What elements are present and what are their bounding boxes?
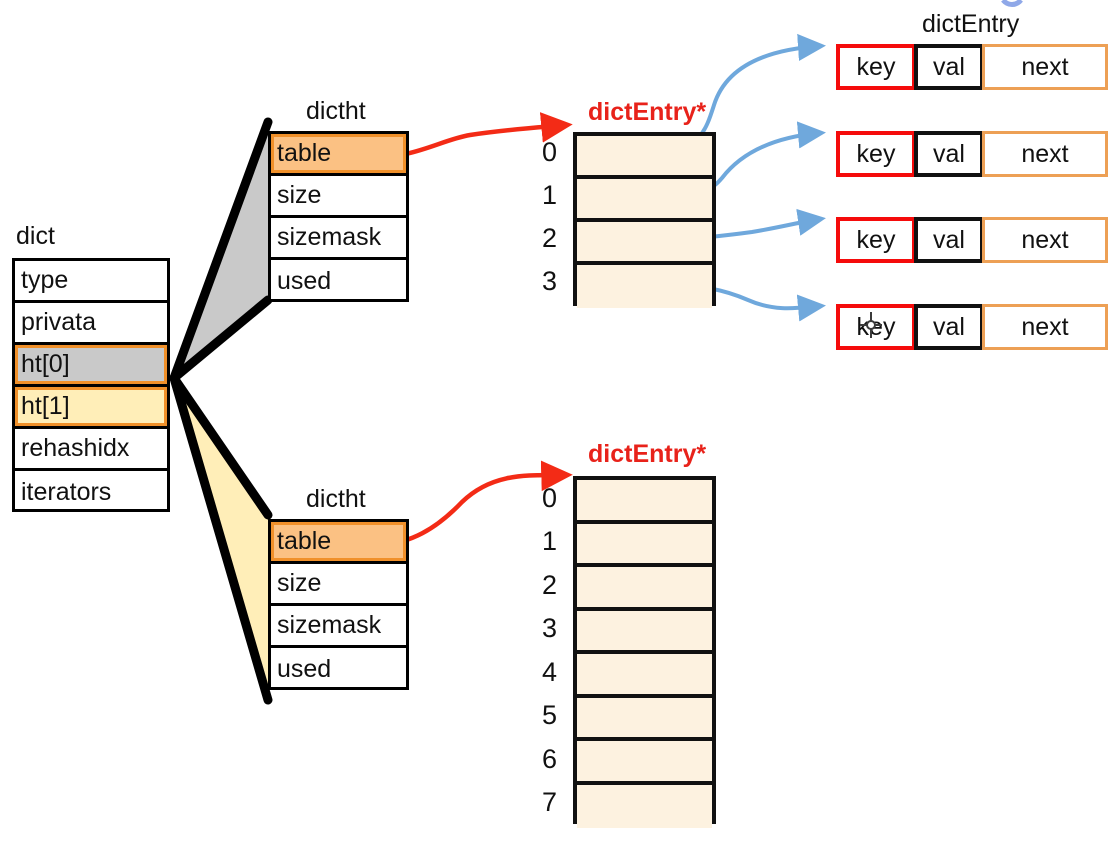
entry-2-key-cell[interactable]: key xyxy=(836,131,916,177)
entry-4-key-cell[interactable]: key xyxy=(836,304,916,350)
dictht-bottom-field-table[interactable]: table xyxy=(271,522,406,564)
bucket-bottom-slot-3[interactable] xyxy=(577,610,712,654)
dictht-bottom-field-sizemask[interactable]: sizemask xyxy=(271,606,406,648)
clipped-top-mark-icon xyxy=(1001,0,1023,7)
bucket-bottom-index-6: 6 xyxy=(541,744,557,774)
entry-1-val-cell[interactable]: val xyxy=(914,44,984,90)
dictht-bottom-field-size[interactable]: size xyxy=(271,564,406,606)
bucket-top-slot-2[interactable] xyxy=(577,222,712,265)
bucket-bottom-slot-6[interactable] xyxy=(577,741,712,785)
bucket-top-slot-1[interactable] xyxy=(577,179,712,222)
dict-field-ht1[interactable]: ht[1] xyxy=(15,387,167,429)
dictht-bottom-caption: dictht xyxy=(306,485,366,513)
bucket-top-slot-3[interactable] xyxy=(577,265,712,308)
bucket-top-index-2: 2 xyxy=(541,223,557,253)
bucket-bottom-index-4: 4 xyxy=(541,657,557,687)
entry-4-next-cell[interactable]: next xyxy=(982,304,1108,350)
entry-4-val-cell[interactable]: val xyxy=(914,304,984,350)
bucket-bottom-slot-0[interactable] xyxy=(577,480,712,524)
bucket-bottom-index-2: 2 xyxy=(541,570,557,600)
bucket-bottom-slot-7[interactable] xyxy=(577,784,712,828)
bucket-bottom-slot-5[interactable] xyxy=(577,697,712,741)
dict-field-ht0[interactable]: ht[0] xyxy=(15,345,167,387)
funnel-ht1-to-dictht-bottom xyxy=(169,373,273,705)
bucket-top-index-3: 3 xyxy=(541,266,557,296)
dict-field-type[interactable]: type xyxy=(15,261,167,303)
bucket-array-bottom xyxy=(573,476,716,828)
bucket-bottom-slot-4[interactable] xyxy=(577,654,712,698)
dictentry-node-3: key val next xyxy=(836,217,1110,263)
dictht-top-field-size[interactable]: size xyxy=(271,176,406,218)
dictentry-node-4: key val next xyxy=(836,304,1110,350)
bucket-bottom-index-1: 1 xyxy=(541,526,557,556)
dict-caption: dict xyxy=(16,222,55,250)
dictht-top-field-sizemask[interactable]: sizemask xyxy=(271,218,406,260)
bucket-top-index-1: 1 xyxy=(541,180,557,210)
bucket-top-index-0: 0 xyxy=(541,137,557,167)
dictentry-caption: dictEntry xyxy=(922,10,1020,38)
dict-field-rehashidx[interactable]: rehashidx xyxy=(15,429,167,471)
bucket-array-top-caption: dictEntry* xyxy=(588,98,707,126)
dictentry-node-2: key val next xyxy=(836,131,1110,177)
entry-2-next-cell[interactable]: next xyxy=(982,131,1108,177)
entry-1-key-cell[interactable]: key xyxy=(836,44,916,90)
entry-1-next-cell[interactable]: next xyxy=(982,44,1108,90)
bucket-bottom-index-3: 3 xyxy=(541,613,557,643)
bucket-array-top xyxy=(573,132,716,308)
dictht-top-field-used[interactable]: used xyxy=(277,266,332,295)
bucket-bottom-index-5: 5 xyxy=(541,700,557,730)
dict-field-iterators[interactable]: iterators xyxy=(21,477,112,506)
dictentry-node-1: key val next xyxy=(836,44,1110,90)
entry-3-key-cell[interactable]: key xyxy=(836,217,916,263)
mouse-crosshair-cursor xyxy=(860,312,882,338)
dictht-bottom-struct: table size sizemask used xyxy=(268,519,409,690)
dictht-bottom-field-used[interactable]: used xyxy=(277,654,332,683)
bucket-bottom-index-7: 7 xyxy=(541,787,557,817)
dictht-top-caption: dictht xyxy=(306,97,366,125)
dictht-top-field-table[interactable]: table xyxy=(271,134,406,176)
bucket-top-slot-0[interactable] xyxy=(577,136,712,179)
entry-2-val-cell[interactable]: val xyxy=(914,131,984,177)
entry-3-val-cell[interactable]: val xyxy=(914,217,984,263)
funnel-ht0-to-dictht-top xyxy=(169,117,273,383)
dict-field-privata[interactable]: privata xyxy=(15,303,167,345)
bucket-bottom-slot-2[interactable] xyxy=(577,567,712,611)
bucket-bottom-slot-1[interactable] xyxy=(577,523,712,567)
dictht-top-struct: table size sizemask used xyxy=(268,131,409,302)
entry-3-next-cell[interactable]: next xyxy=(982,217,1108,263)
dict-struct: type privata ht[0] ht[1] rehashidx itera… xyxy=(12,258,170,512)
bucket-bottom-index-0: 0 xyxy=(541,483,557,513)
bucket-array-bottom-caption: dictEntry* xyxy=(588,440,707,468)
